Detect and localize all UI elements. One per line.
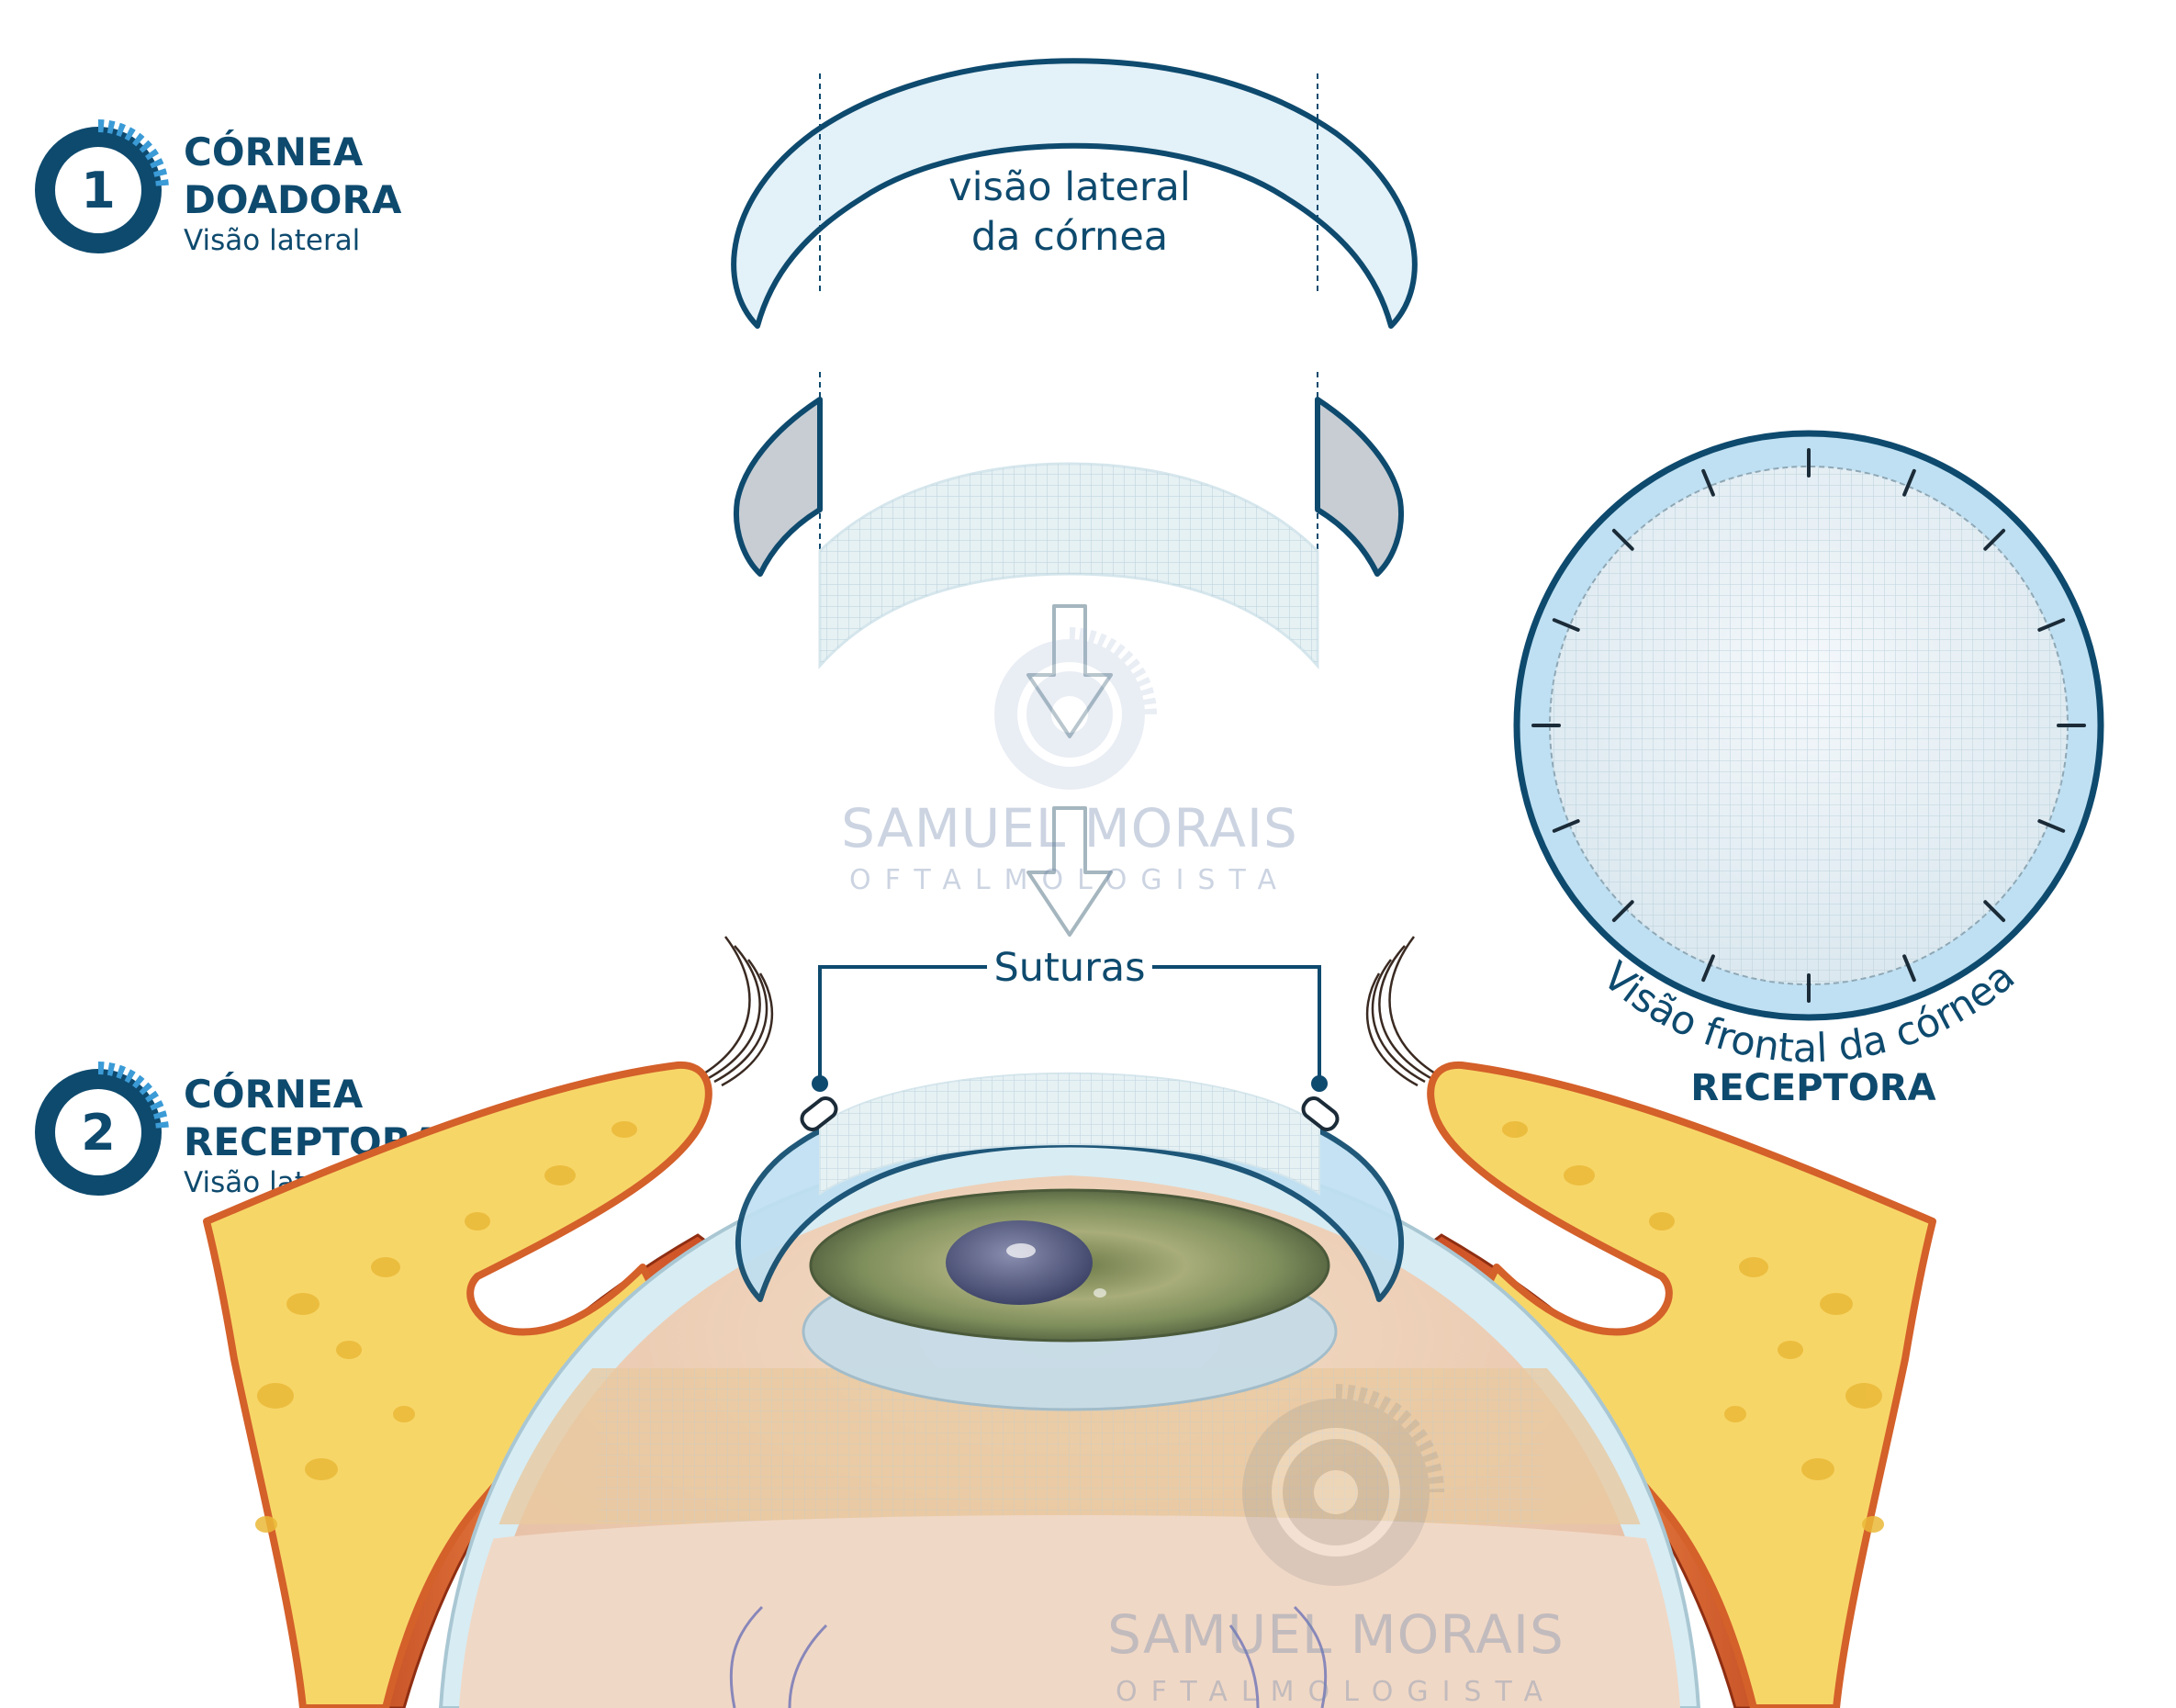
recipient-graft-grid (820, 1073, 1319, 1194)
watermark-profession-bottom: OFTALMOLOGISTA (1116, 1676, 1556, 1708)
eyelid-right (1427, 1061, 1936, 1708)
suture-dot-right (1311, 1075, 1328, 1092)
cut-rim-right (1315, 397, 1404, 577)
sutures-bracket-left (818, 965, 987, 1084)
step-1-title-line2: DOADORA (184, 177, 402, 222)
suture-tick (1902, 468, 1916, 497)
watermark-name-center: SAMUEL MORAIS (841, 797, 1298, 860)
step-1-caption: CÓRNEA DOADORA Visão lateral (184, 129, 402, 257)
step-1-number: 1 (81, 162, 116, 219)
step-1-ring-accent (97, 119, 169, 191)
suture-tick (1552, 618, 1580, 632)
down-arrows (1026, 604, 1113, 937)
cut-rim-left (734, 397, 823, 577)
pupil (946, 1220, 1093, 1305)
retinal-vessels (729, 1605, 1328, 1708)
eyelid-left (203, 1061, 712, 1708)
vitreous (459, 1515, 1680, 1708)
suture-dot-left (812, 1075, 828, 1092)
receptor-label: RECEPTORA (1690, 1067, 1935, 1109)
down-arrow-lower (1026, 806, 1113, 937)
suture-tick (1902, 954, 1916, 983)
watermark-logo-bottom (1242, 1384, 1444, 1586)
frontal-cornea-grid (1550, 466, 2068, 984)
suture-tick (2037, 819, 2066, 833)
suture-tick (1611, 900, 1634, 923)
sutures-bracket (812, 965, 1328, 1092)
suture-tick (1552, 819, 1580, 833)
sutures-label: Suturas (993, 945, 1145, 991)
donor-cornea-lateral: visão lateral da córnea (731, 58, 1418, 329)
step-1-title-line1: CÓRNEA (184, 129, 364, 174)
recipient-eye (203, 936, 1936, 1708)
step-2-number: 2 (81, 1104, 116, 1162)
donor-graft-grid (820, 464, 1318, 666)
eyelashes-right (1366, 936, 1441, 1087)
pupil-highlight (1006, 1243, 1036, 1258)
suture-tick (2037, 618, 2066, 632)
suture-tick (1701, 468, 1715, 497)
cut-cornea-pieces (734, 372, 1404, 670)
frontal-suture-ticks (1531, 448, 2086, 1003)
frontal-cornea-view: Visão frontal da córnea RECEPTORA (1513, 430, 2104, 1109)
watermark-profession-center: OFTALMOLOGISTA (849, 864, 1290, 896)
sutures-bracket-right (1152, 965, 1321, 1084)
eyelid-spots (255, 1121, 1884, 1533)
watermark-name-bottom: SAMUEL MORAIS (1107, 1603, 1565, 1666)
suture-tick (1983, 900, 2006, 923)
suture-tick (1983, 528, 2006, 551)
suture-tick (1611, 528, 1634, 551)
donor-cornea-arc (731, 58, 1418, 329)
watermark-logo-center (994, 627, 1157, 790)
step-1-ring (35, 127, 162, 253)
lateral-view-label-line1: visão lateral (948, 164, 1191, 210)
step-2-ring-accent (97, 1062, 169, 1133)
step-2-ring (35, 1069, 162, 1196)
lateral-view-label-line2: da córnea (971, 214, 1168, 260)
down-arrow-upper (1026, 604, 1113, 738)
suture-knot-left (800, 1096, 838, 1131)
watermark-bottom: SAMUEL MORAIS OFTALMOLOGISTA (1107, 1384, 1565, 1708)
watermark-center: SAMUEL MORAIS OFTALMOLOGISTA (841, 627, 1298, 896)
eyelashes-left (699, 936, 773, 1087)
suture-knot-right (1301, 1096, 1340, 1131)
eye-internal (459, 1368, 1680, 1708)
step-1-subtitle: Visão lateral (184, 224, 360, 257)
step-1-badge: 1 (35, 119, 169, 253)
step-2-title-line1: CÓRNEA (184, 1071, 364, 1117)
step-2-badge: 2 (35, 1062, 169, 1196)
pupil-reflex (1094, 1288, 1106, 1298)
suture-tick (1701, 954, 1715, 983)
